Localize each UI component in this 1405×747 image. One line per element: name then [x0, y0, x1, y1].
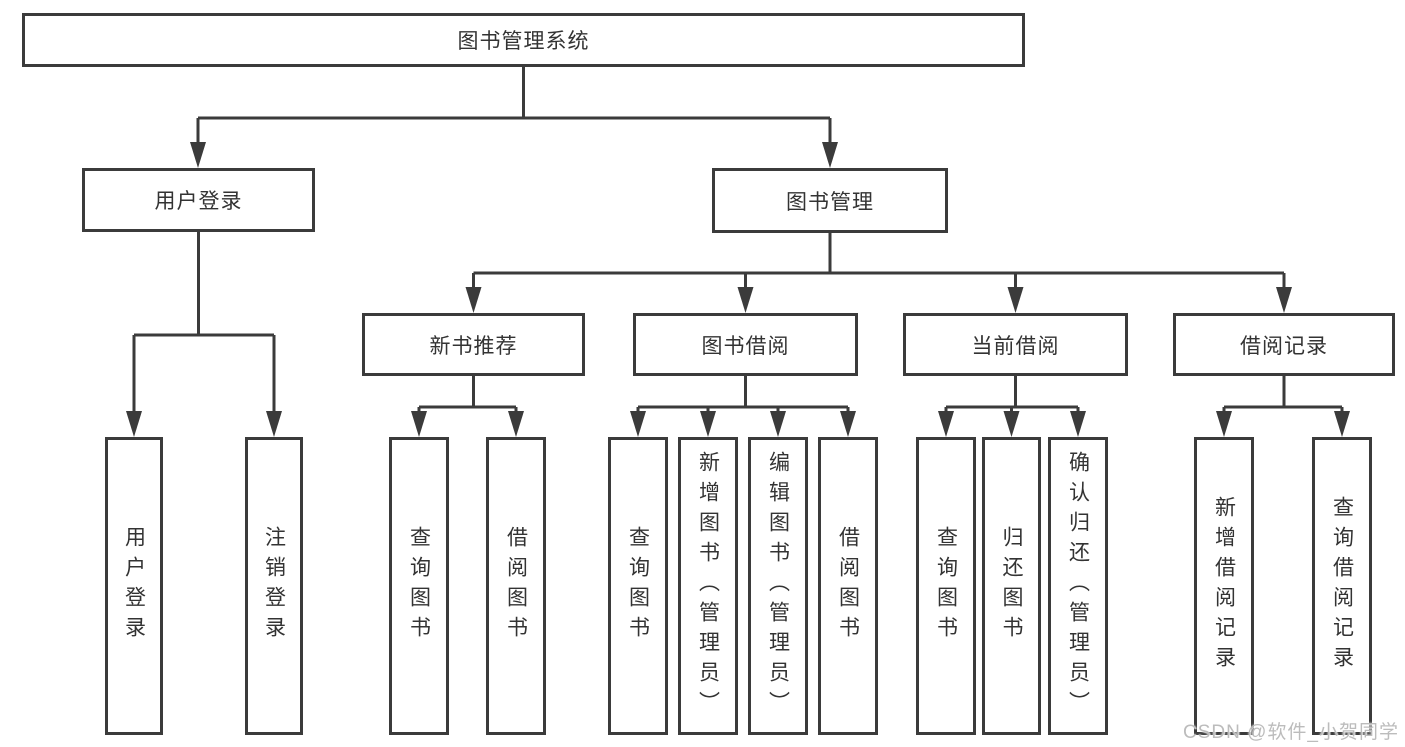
connector-user-login-children — [132, 232, 276, 415]
connector-borrow-children — [636, 376, 850, 415]
node-user-login: 用户登录 — [82, 168, 315, 232]
arrowhead — [266, 411, 282, 437]
arrowhead — [411, 411, 427, 437]
csdn-watermark: CSDN @软件_小贺同学 — [1183, 722, 1399, 743]
node-root-label: 图书管理系统 — [457, 30, 590, 53]
node-user-login-label: 用户登录 — [154, 190, 243, 213]
leaf-add-borrow-record: 新增借阅记录 — [1194, 437, 1254, 735]
leaf-borrow-books-1: 借阅图书 — [486, 437, 546, 735]
leaf-add-books-admin-label: 新增图书（管理员） — [696, 451, 720, 721]
leaf-query-books-3: 查询图书 — [916, 437, 976, 735]
arrowheads — [126, 142, 1350, 437]
leaf-borrow-books-1-label: 借阅图书 — [504, 526, 528, 646]
node-current-borrow: 当前借阅 — [903, 313, 1128, 376]
arrowhead — [770, 411, 786, 437]
leaf-query-books-2-label: 查询图书 — [626, 526, 650, 646]
leaf-logout-label: 注销登录 — [262, 526, 286, 646]
leaf-borrow-books-2: 借阅图书 — [818, 437, 878, 735]
arrowhead — [1216, 411, 1232, 437]
arrowhead — [840, 411, 856, 437]
arrowhead — [737, 287, 754, 313]
leaf-query-borrow-record-label: 查询借阅记录 — [1330, 496, 1354, 676]
leaf-user-login: 用户登录 — [105, 437, 163, 735]
leaf-return-books-label: 归还图书 — [1000, 526, 1023, 646]
leaf-query-books-2: 查询图书 — [608, 437, 668, 735]
node-borrow-records-label: 借阅记录 — [1240, 334, 1328, 358]
arrowhead — [1007, 287, 1024, 313]
arrowhead — [1003, 411, 1020, 437]
node-new-book-rec-label: 新书推荐 — [429, 334, 518, 358]
arrowhead — [822, 142, 838, 168]
node-root: 图书管理系统 — [22, 13, 1025, 67]
arrowhead — [1334, 411, 1350, 437]
leaf-query-books-3-label: 查询图书 — [934, 526, 958, 646]
arrowhead — [938, 411, 954, 437]
leaf-query-books-1: 查询图书 — [389, 437, 449, 735]
arrowhead — [630, 411, 646, 437]
leaf-logout: 注销登录 — [245, 437, 303, 735]
arrowhead — [508, 411, 524, 437]
leaf-confirm-return-admin: 确认归还（管理员） — [1048, 437, 1108, 735]
leaf-query-borrow-record: 查询借阅记录 — [1312, 437, 1372, 735]
leaf-query-books-1-label: 查询图书 — [407, 526, 431, 646]
leaf-borrow-books-2-label: 借阅图书 — [836, 526, 860, 646]
leaf-user-login-label: 用户登录 — [122, 526, 146, 646]
connector-records-children — [1222, 376, 1344, 415]
node-book-borrow: 图书借阅 — [633, 313, 858, 376]
leaf-return-books: 归还图书 — [982, 437, 1041, 735]
node-current-borrow-label: 当前借阅 — [971, 334, 1060, 358]
arrowhead — [1070, 411, 1086, 437]
connector-new-book-children — [417, 376, 518, 415]
connector-root-to-level2 — [196, 67, 832, 146]
connector-book-mgmt-children — [472, 233, 1286, 291]
leaf-edit-books-admin-label: 编辑图书（管理员） — [766, 451, 790, 721]
connector-current-children — [944, 376, 1080, 415]
leaf-edit-books-admin: 编辑图书（管理员） — [748, 437, 808, 735]
arrowhead — [190, 142, 206, 168]
arrowhead — [126, 411, 142, 437]
arrowhead — [465, 287, 482, 313]
arrowhead — [700, 411, 716, 437]
node-book-mgmt-label: 图书管理 — [786, 190, 874, 214]
leaf-add-books-admin: 新增图书（管理员） — [678, 437, 738, 735]
node-new-book-rec: 新书推荐 — [362, 313, 585, 376]
leaf-confirm-return-admin-label: 确认归还（管理员） — [1066, 451, 1090, 721]
leaf-add-borrow-record-label: 新增借阅记录 — [1212, 496, 1236, 676]
node-book-mgmt: 图书管理 — [712, 168, 948, 233]
node-borrow-records: 借阅记录 — [1173, 313, 1395, 376]
node-book-borrow-label: 图书借阅 — [701, 334, 790, 358]
arrowhead — [1276, 287, 1292, 313]
